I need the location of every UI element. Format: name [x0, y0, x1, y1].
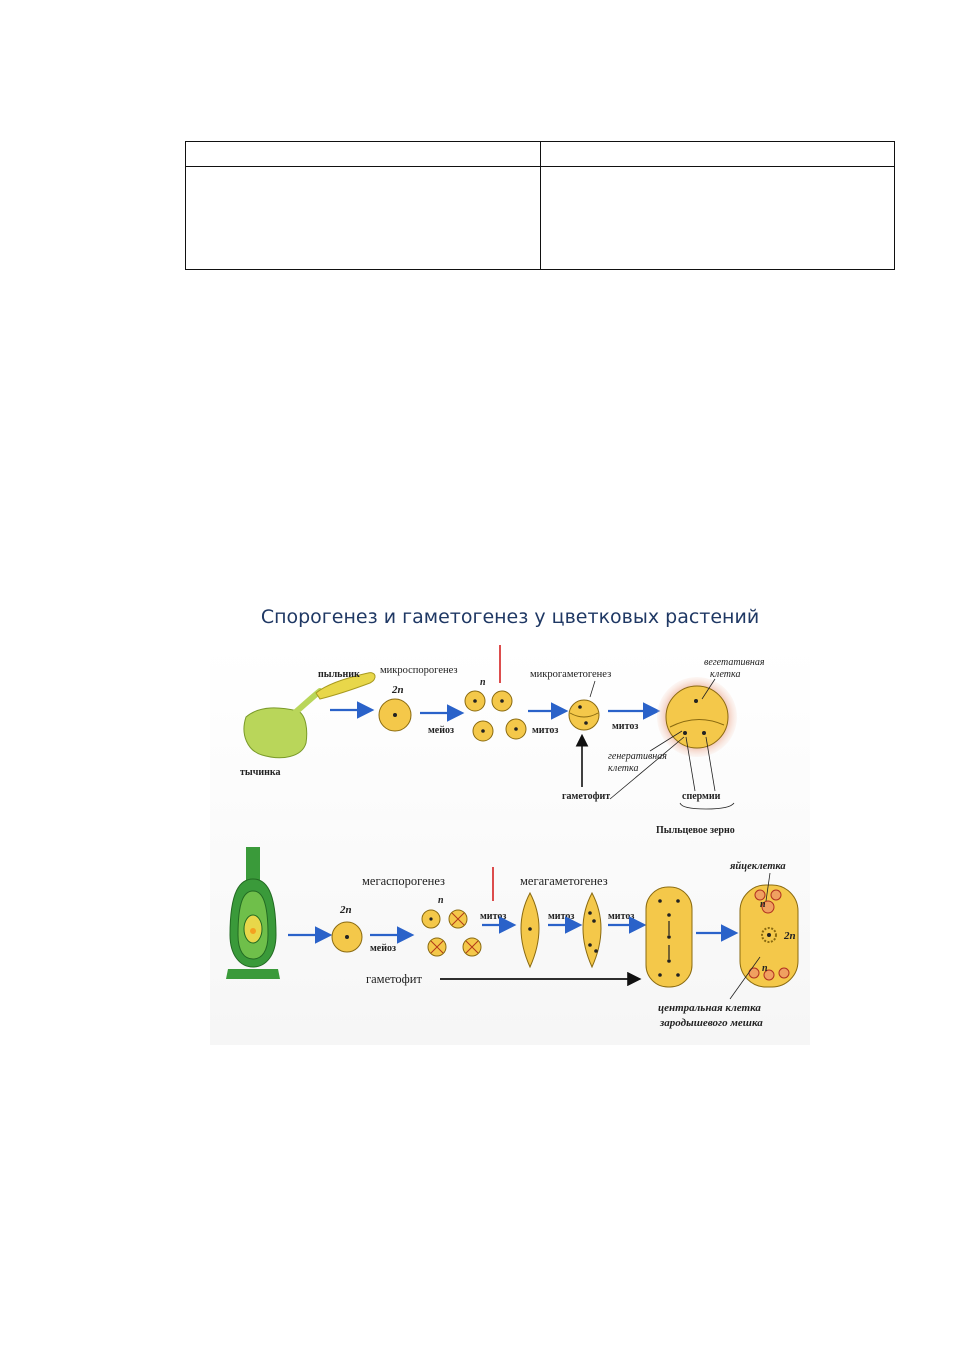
mitosis-label-bottom-1: митоз	[480, 911, 506, 922]
blank-answer-table	[185, 141, 895, 270]
central-cell-label-1: центральная клетка	[658, 1002, 761, 1014]
haploid-label-bottom: n	[438, 895, 444, 906]
gametophyte-label-bottom: гаметофит	[366, 972, 422, 986]
stamen-label: тычинка	[240, 767, 281, 778]
mitosis-label-bottom-3: митоз	[608, 911, 634, 922]
stamen-illustration	[243, 672, 376, 759]
table-header-cell-left	[185, 141, 541, 167]
megagametogenesis-label: мегагаметогенез	[520, 874, 608, 888]
pollen-grain	[657, 677, 737, 757]
generative-cell-label-1: генеративная	[608, 751, 667, 762]
generative-cell-label-2: клетка	[608, 763, 638, 774]
meiosis-label-top: мейоз	[428, 725, 454, 736]
mitosis-label-top-1: митоз	[532, 725, 558, 736]
diploid-label-top: 2n	[391, 684, 404, 696]
table-body-cell-left	[185, 166, 541, 270]
haploid-label-top: n	[480, 677, 486, 688]
sporogenesis-diagram: Спорогенез и гаметогенез у цветковых рас…	[210, 606, 810, 1045]
mitosis-label-top-2: митоз	[612, 721, 638, 732]
meiosis-label-bottom: мейоз	[370, 943, 396, 954]
diploid-label-bottom: 2n	[339, 904, 352, 916]
sperm-label: спермии	[682, 791, 721, 802]
megaspore-tetrad	[421, 909, 482, 957]
embryo-sac-4nuclei	[582, 891, 602, 969]
haploid-label-egg: n	[760, 899, 766, 910]
ovule-illustration	[226, 847, 280, 979]
central-cell-label-2: зародышевого мешка	[659, 1017, 763, 1029]
table-body-cell-right	[539, 166, 895, 270]
egg-cell-label: яйцеклетка	[729, 861, 786, 872]
microsporogenesis-label: микроспорогенез	[380, 665, 458, 676]
vegetative-cell-label-1: вегетативная	[704, 657, 765, 668]
anther-label: пыльник	[318, 669, 360, 680]
haploid-label-antipodal: n	[762, 963, 768, 974]
microgametogenesis-label: микрогаметогенез	[530, 669, 611, 680]
megasporogenesis-label: мегаспорогенез	[362, 874, 445, 888]
diploid-label-center: 2n	[783, 930, 796, 942]
table-header-cell-right	[539, 141, 895, 167]
microspore-tetrad	[464, 690, 527, 742]
mitosis-label-bottom-2: митоз	[548, 911, 574, 922]
mature-embryo-sac	[739, 884, 799, 988]
pollen-grain-label: Пыльцевое зерно	[656, 825, 735, 836]
microspore-cell	[568, 699, 600, 731]
embryo-sac-8nuclei	[645, 886, 693, 988]
vegetative-cell-label-2: клетка	[710, 669, 740, 680]
gametophyte-label-top: гаметофит	[562, 791, 610, 802]
figure-title: Спорогенез и гаметогенез у цветковых рас…	[261, 606, 759, 628]
